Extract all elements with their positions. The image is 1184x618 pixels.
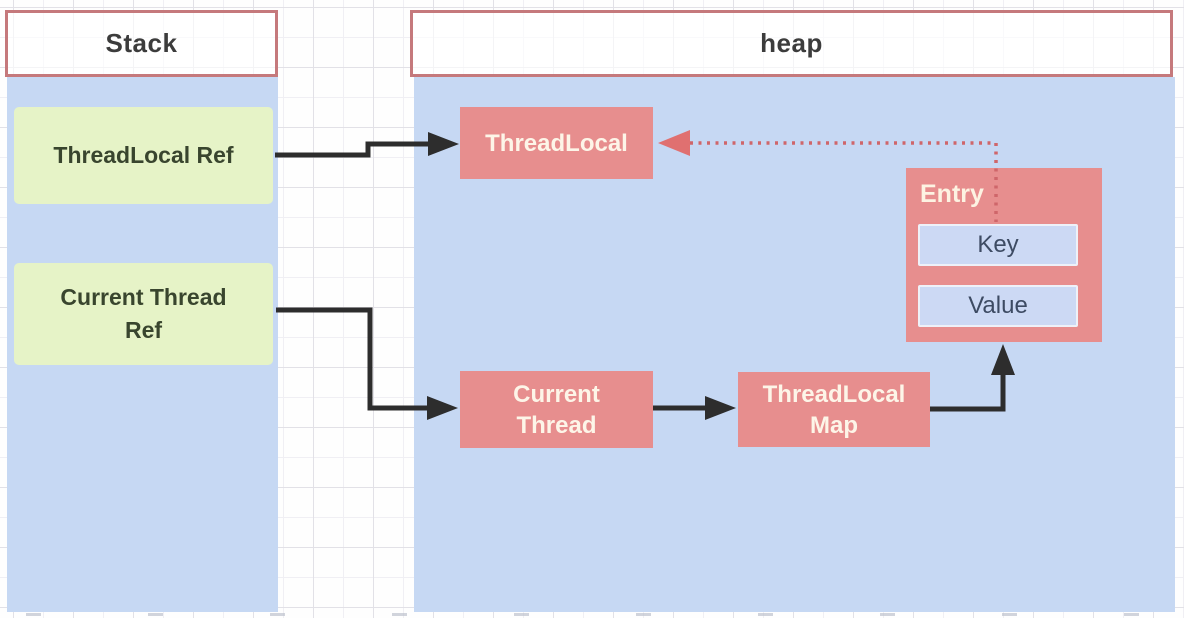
heap-node-current-thread: Current Thread: [460, 371, 653, 448]
entry-label: Entry: [920, 180, 984, 208]
stack-header-label: Stack: [105, 28, 178, 58]
heap-node-threadlocal-map: ThreadLocal Map: [738, 372, 930, 447]
stack-item-threadlocal-ref: ThreadLocal Ref: [14, 107, 273, 204]
entry-key-label: Key: [977, 231, 1019, 258]
current-thread-label-line2: Thread: [516, 411, 597, 439]
entry-field-key: Key: [918, 224, 1078, 266]
entry-value-label: Value: [968, 292, 1028, 319]
bottom-grid-ticks: [0, 613, 1184, 616]
stack-item-current-thread-ref: Current Thread Ref: [14, 263, 273, 365]
heap-node-threadlocal: ThreadLocal: [460, 107, 653, 179]
current-thread-ref-label-line2: Ref: [124, 317, 163, 343]
current-thread-ref-label-line1: Current Thread: [60, 284, 227, 310]
entry-field-value: Value: [918, 285, 1078, 327]
threadlocal-label: ThreadLocal: [485, 129, 628, 157]
current-thread-label-line1: Current: [513, 380, 600, 408]
heap-node-entry: Entry Key Value: [906, 168, 1102, 342]
heap-header-label: heap: [760, 28, 823, 58]
stack-header: Stack: [5, 10, 278, 77]
threadlocal-map-label-line2: Map: [810, 411, 858, 439]
heap-header: heap: [410, 10, 1173, 77]
threadlocal-ref-label: ThreadLocal Ref: [53, 142, 234, 168]
threadlocal-map-label-line1: ThreadLocal: [762, 380, 906, 408]
